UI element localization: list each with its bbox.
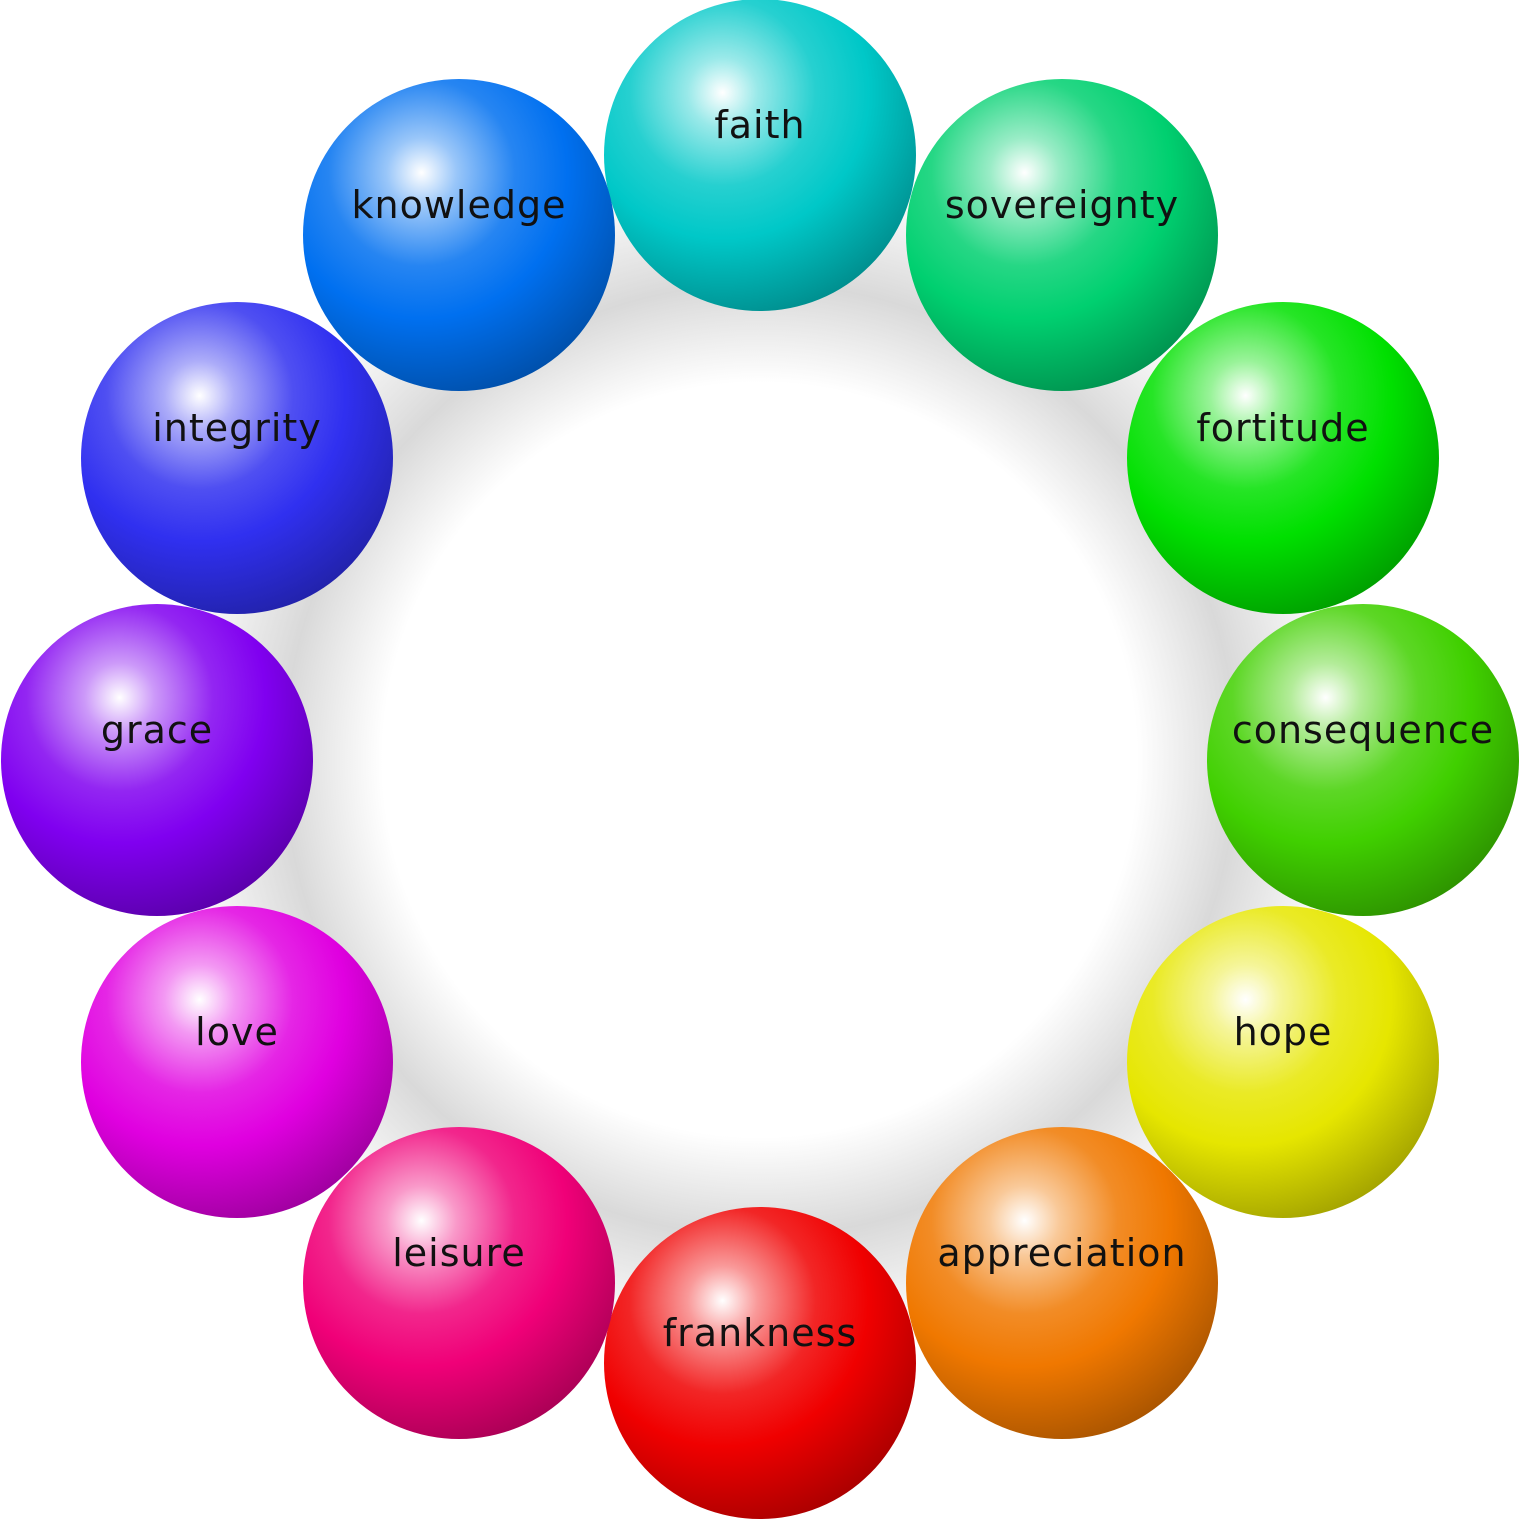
- sphere-faith: faith: [604, 0, 916, 311]
- sphere-label: fortitude: [1196, 406, 1370, 450]
- sphere-hope: hope: [1127, 906, 1439, 1218]
- sphere-frankness: frankness: [604, 1207, 916, 1519]
- sphere-label: knowledge: [351, 183, 567, 227]
- sphere-grace: grace: [1, 604, 313, 916]
- sphere-label: grace: [100, 708, 214, 752]
- sphere-knowledge: knowledge: [303, 79, 615, 391]
- sphere-label: leisure: [392, 1231, 526, 1275]
- sphere-consequence: consequence: [1207, 604, 1519, 916]
- sphere-love: love: [81, 906, 393, 1218]
- sphere-appreciation: appreciation: [906, 1127, 1218, 1439]
- sphere-integrity: integrity: [81, 302, 393, 614]
- sphere-label: frankness: [662, 1311, 858, 1355]
- sphere-label: sovereignty: [944, 183, 1180, 227]
- sphere-label: hope: [1233, 1010, 1333, 1054]
- sphere-fortitude: fortitude: [1127, 302, 1439, 614]
- sphere-sovereignty: sovereignty: [906, 79, 1218, 391]
- sphere-label: integrity: [152, 406, 322, 450]
- sphere-label: love: [195, 1010, 279, 1054]
- sphere-label: faith: [714, 103, 806, 147]
- sphere-label: consequence: [1231, 708, 1495, 752]
- sphere-label: appreciation: [937, 1231, 1187, 1275]
- sphere-leisure: leisure: [303, 1127, 615, 1439]
